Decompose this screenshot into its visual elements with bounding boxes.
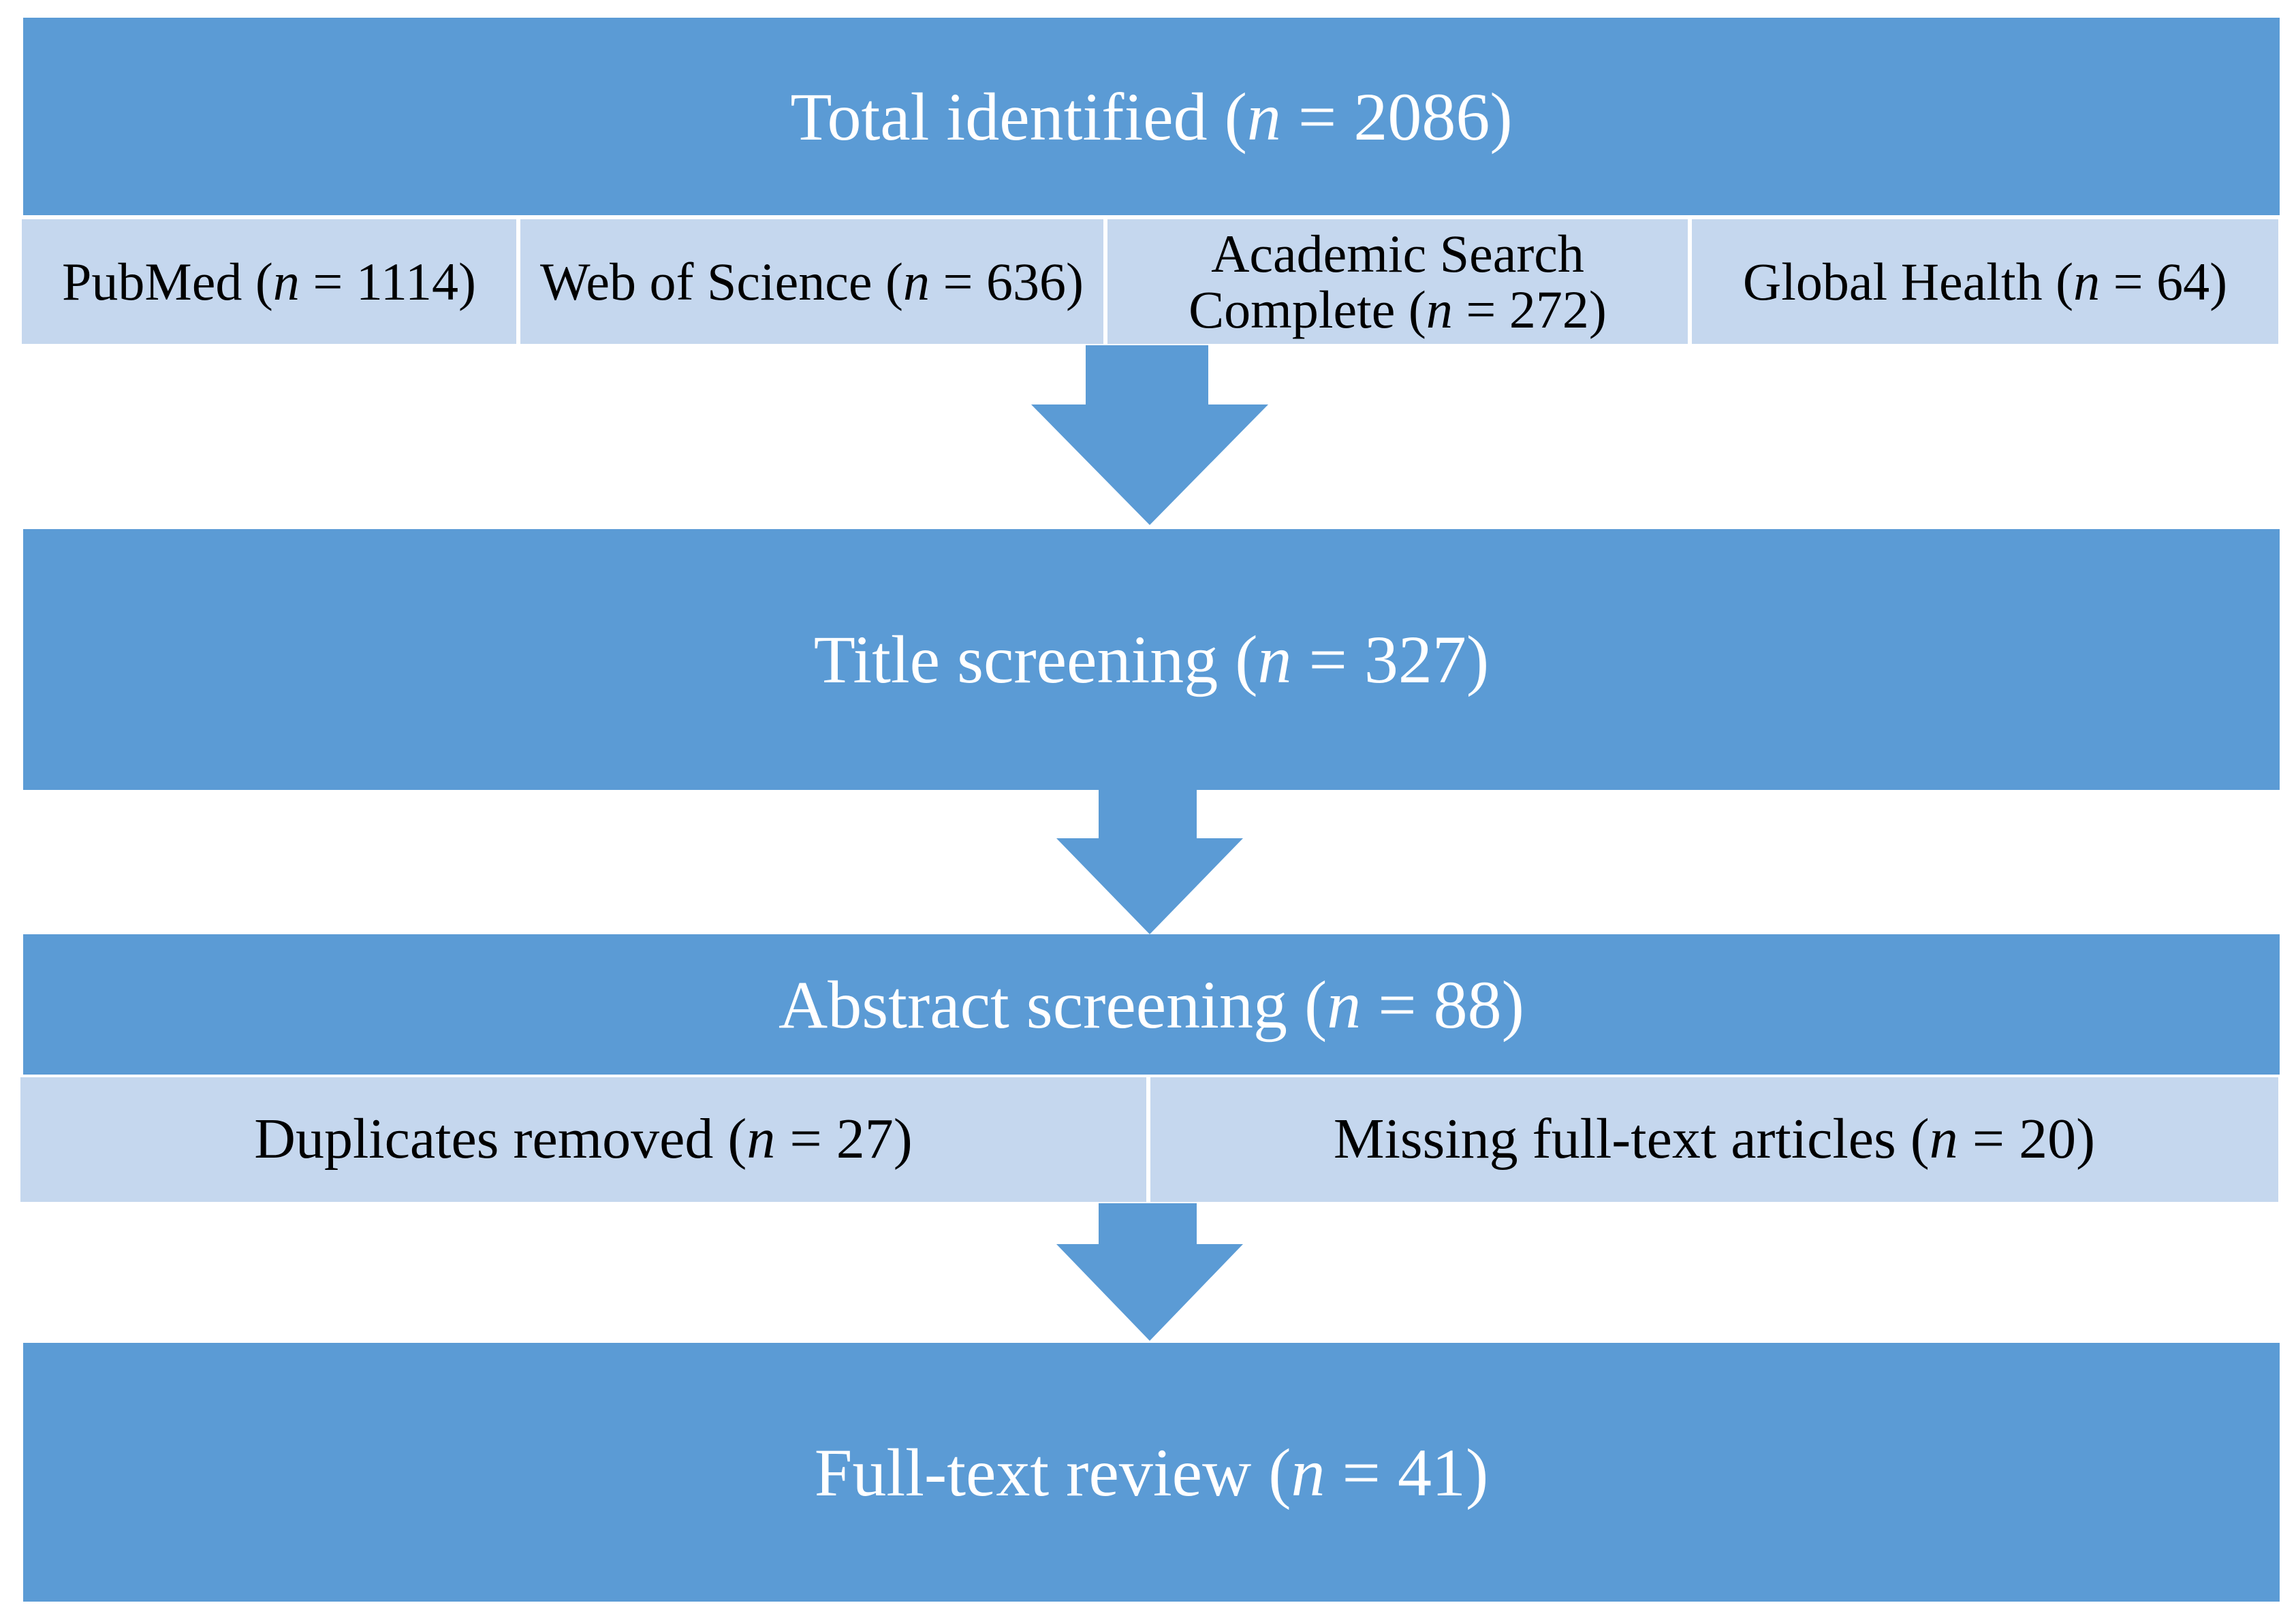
source-global-health: Global Health (n = 64) bbox=[1692, 219, 2278, 344]
arrow-2-shape bbox=[1056, 790, 1243, 934]
source-academic-search-complete: Academic Search Complete (n = 272) bbox=[1107, 219, 1688, 344]
arrow-1-shape bbox=[1031, 345, 1268, 525]
arrow-down-icon bbox=[1056, 790, 1243, 934]
full-text-review-label: Full-text review (n = 41) bbox=[814, 1434, 1489, 1510]
abstract-screening-box: Abstract screening (n = 88) bbox=[23, 934, 2280, 1075]
total-identified-label: Total identified (n = 2086) bbox=[790, 78, 1513, 155]
arrow-3-shape bbox=[1056, 1203, 1243, 1341]
duplicates-removed-label: Duplicates removed (n = 27) bbox=[254, 1107, 913, 1171]
abstract-screening-label: Abstract screening (n = 88) bbox=[779, 966, 1524, 1043]
arrow-down-icon bbox=[1056, 1203, 1243, 1341]
total-identified-box: Total identified (n = 2086) bbox=[23, 18, 2280, 215]
source-web-of-science: Web of Science (n = 636) bbox=[520, 219, 1103, 344]
source-pubmed-label: PubMed (n = 1114) bbox=[61, 251, 477, 311]
full-text-review-box: Full-text review (n = 41) bbox=[23, 1343, 2280, 1602]
source-global-health-label: Global Health (n = 64) bbox=[1742, 251, 2228, 311]
duplicates-removed: Duplicates removed (n = 27) bbox=[20, 1077, 1146, 1202]
title-screening-label: Title screening (n = 327) bbox=[813, 622, 1490, 697]
missing-full-text: Missing full-text articles (n = 20) bbox=[1150, 1077, 2278, 1202]
source-pubmed: PubMed (n = 1114) bbox=[22, 219, 516, 344]
arrow-down-icon bbox=[1031, 345, 1268, 525]
source-web-of-science-label: Web of Science (n = 636) bbox=[540, 251, 1084, 311]
title-screening-box: Title screening (n = 327) bbox=[23, 529, 2280, 790]
missing-full-text-label: Missing full-text articles (n = 20) bbox=[1333, 1107, 2096, 1171]
source-academic-search-complete-label: Academic Search Complete (n = 272) bbox=[1189, 223, 1607, 339]
